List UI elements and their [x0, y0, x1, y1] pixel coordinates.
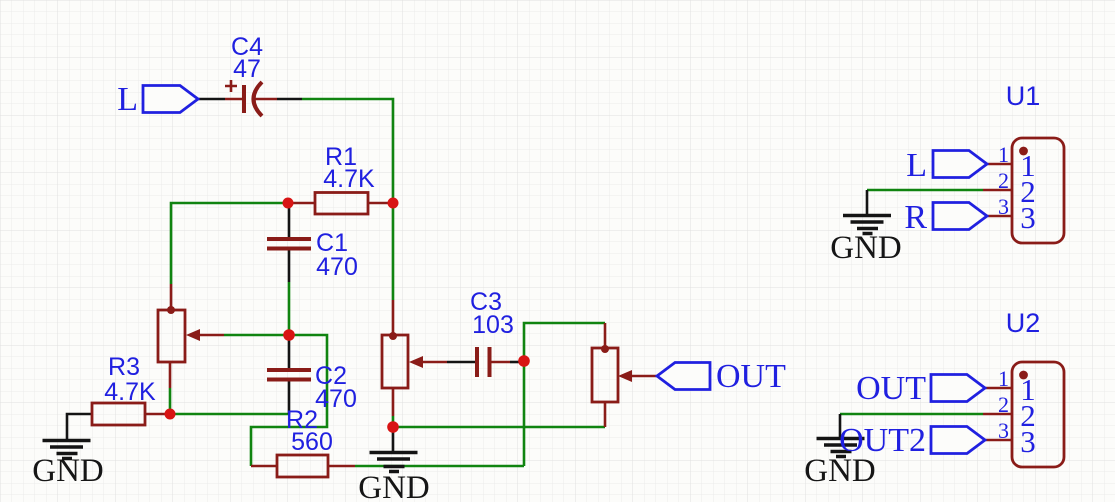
junction-dots	[164, 197, 530, 433]
wire-node-to-r2-left[interactable]	[249, 333, 329, 466]
gnd-symbol-left[interactable]: GND	[32, 438, 104, 490]
ground-icon	[816, 436, 865, 459]
c4-plate-curved	[251, 80, 264, 118]
port-out-mid[interactable]: OUT	[654, 358, 786, 395]
wiper-arrow-icon	[186, 329, 200, 341]
u2-title[interactable]: U2	[1006, 308, 1041, 338]
connector-U1[interactable]: U1 1 2 3 1 2 3	[998, 81, 1066, 245]
u1-pin1-dot	[1019, 146, 1028, 156]
port-u2-out[interactable]: OUT	[856, 370, 988, 407]
resistor-R1[interactable]: R1 4.7K	[313, 143, 375, 216]
u1-title[interactable]: U1	[1006, 81, 1041, 111]
connector-U2[interactable]: U2 1 2 3 1 2 3	[998, 308, 1066, 469]
ground-icon	[369, 450, 418, 474]
pot3-pin-dot	[601, 345, 609, 353]
r3-ref[interactable]: R3	[108, 353, 140, 381]
c1-value[interactable]: 470	[316, 253, 358, 281]
capacitor-C4[interactable]: C4 47	[225, 33, 264, 118]
port-label[interactable]: OUT2	[839, 422, 926, 459]
r2-ref[interactable]: R2	[286, 406, 318, 434]
u1-pin-name: 1	[1020, 148, 1036, 183]
potentiometer-middle[interactable]	[380, 332, 447, 390]
wire-r3-to-gnd[interactable]	[65, 412, 92, 440]
gnd-symbol-u1[interactable]: GND	[830, 213, 902, 267]
c3-ref[interactable]: C3	[470, 288, 502, 316]
port-u1-r[interactable]: R	[904, 199, 990, 236]
u1-pin-name: 2	[1020, 174, 1036, 209]
gnd-symbol-middle[interactable]: GND	[358, 450, 430, 502]
port-label[interactable]: OUT	[856, 370, 926, 407]
wiper-arrow-icon	[618, 370, 632, 382]
u2-pin-number: 3	[998, 418, 1009, 443]
wire-c3-to-pot3-top[interactable]	[522, 321, 605, 361]
port-label[interactable]: L	[117, 81, 138, 118]
junction-dot[interactable]	[283, 329, 295, 341]
port-label[interactable]: OUT	[716, 358, 786, 395]
gnd-label[interactable]: GND	[358, 470, 430, 502]
plus-icon	[225, 80, 237, 92]
ground-icon	[42, 438, 91, 461]
capacitor-C1[interactable]: C1 470	[267, 229, 358, 281]
c3-value[interactable]: 103	[472, 311, 514, 339]
resistor-R2[interactable]: R2 560	[275, 406, 333, 479]
junction-dot[interactable]	[164, 408, 176, 420]
u1-pin-number: 2	[998, 168, 1009, 193]
port-flag[interactable]	[931, 149, 990, 179]
c2-ref[interactable]: C2	[315, 362, 347, 390]
r2-value[interactable]: 560	[291, 428, 333, 456]
wire-r1-left-to-pot1-top[interactable]	[169, 201, 288, 284]
wire-c4-to-pot2-top[interactable]	[302, 97, 395, 300]
pot1-pin-dot	[167, 306, 175, 314]
u1-body[interactable]	[1010, 136, 1066, 245]
port-flag[interactable]	[141, 84, 201, 114]
u1-pin-number: 1	[998, 142, 1009, 167]
ground-icon	[843, 213, 891, 236]
wiper-arrow-icon	[409, 356, 423, 368]
u2-body[interactable]	[1010, 360, 1066, 469]
junction-dot[interactable]	[282, 197, 294, 209]
potentiometer-left[interactable]	[156, 306, 224, 364]
c1-ref[interactable]: C1	[316, 229, 348, 257]
port-l-input[interactable]: L	[117, 81, 201, 118]
r1-ref[interactable]: R1	[325, 143, 357, 171]
capacitor-C2[interactable]: C2 470	[267, 362, 357, 413]
port-flag[interactable]	[929, 373, 988, 403]
junction-dot[interactable]	[387, 421, 399, 433]
junction-dot[interactable]	[518, 355, 530, 367]
u2-pin-number: 1	[998, 366, 1009, 391]
u1-pin-name: 3	[1020, 200, 1036, 235]
u2-pin1-dot	[1019, 370, 1028, 380]
net-wires	[168, 97, 983, 468]
resistor-R3[interactable]: R3 4.7K	[90, 353, 156, 427]
port-u1-l[interactable]: L	[906, 147, 990, 184]
port-label[interactable]: L	[906, 147, 927, 184]
gnd-symbol-u2[interactable]: GND	[804, 436, 876, 490]
u1-pin-number: 3	[998, 194, 1009, 219]
port-flag[interactable]	[929, 425, 988, 455]
c2-value[interactable]: 470	[315, 385, 357, 413]
port-label[interactable]: R	[904, 199, 927, 236]
gnd-label[interactable]: GND	[32, 453, 104, 489]
u2-pin-name: 2	[1020, 398, 1036, 433]
r1-body[interactable]	[313, 191, 370, 216]
gnd-label[interactable]: GND	[830, 230, 902, 266]
r2-body[interactable]	[275, 453, 330, 479]
potentiometer-right[interactable]	[590, 345, 657, 404]
c4-ref[interactable]: C4	[231, 33, 263, 61]
port-u2-out2[interactable]: OUT2	[839, 422, 988, 459]
u2-pin-number: 2	[998, 392, 1009, 417]
u2-pin-name: 1	[1020, 372, 1036, 407]
u2-pin-name: 3	[1020, 424, 1036, 459]
capacitor-C3[interactable]: C3 103	[470, 288, 514, 377]
c4-value[interactable]: 47	[233, 55, 261, 83]
junction-dot[interactable]	[387, 197, 399, 209]
pot2-pin-dot	[389, 332, 397, 340]
r3-value[interactable]: 4.7K	[104, 378, 156, 406]
r3-body[interactable]	[90, 401, 147, 427]
gnd-label[interactable]: GND	[804, 453, 876, 489]
port-flag[interactable]	[654, 361, 712, 391]
r1-value[interactable]: 4.7K	[323, 165, 375, 193]
port-flag[interactable]	[931, 201, 990, 231]
